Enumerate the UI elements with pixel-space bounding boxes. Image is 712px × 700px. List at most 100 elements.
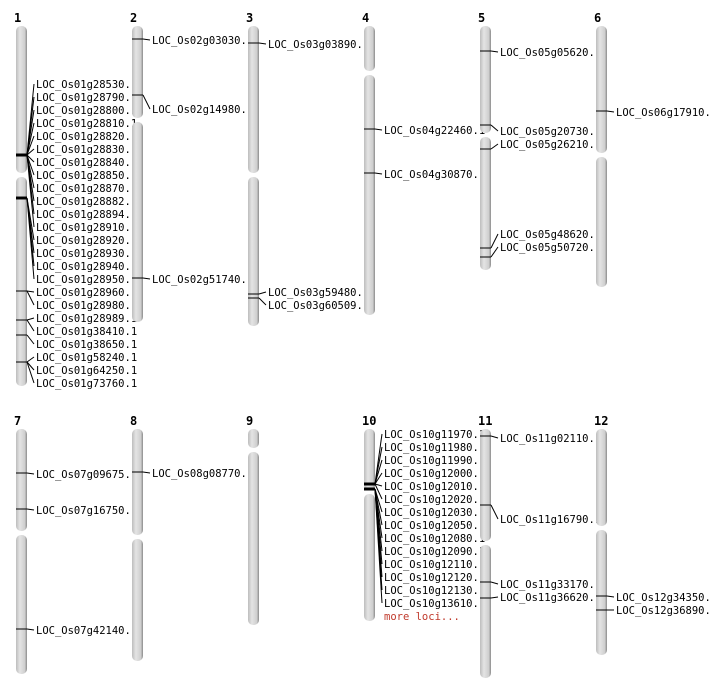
locus-label[interactable]: LOC_Os01g28960.1 (36, 287, 137, 299)
chromosome-arm-long (596, 157, 607, 287)
locus-label[interactable]: LOC_Os01g38410.1 (36, 326, 137, 338)
chromosome-2[interactable]: 2LOC_Os02g03030.1LOC_Os02g14980.1LOC_Os0… (130, 11, 253, 322)
locus-connector (26, 197, 35, 280)
chromosome-9[interactable]: 9 (246, 414, 259, 625)
locus-label[interactable]: LOC_Os07g09675.1 (36, 469, 137, 481)
locus-label[interactable]: LOC_Os05g05620.1 (500, 47, 601, 59)
chromosome-7[interactable]: 7LOC_Os07g09675.1LOC_Os07g16750.1LOC_Os0… (14, 414, 137, 674)
locus-label[interactable]: LOC_Os10g12000.1 (384, 468, 485, 480)
locus-label[interactable]: LOC_Os11g16790.1 (500, 514, 601, 526)
locus-connector (490, 435, 499, 439)
locus-label[interactable]: LOC_Os07g16750.1 (36, 505, 137, 517)
more-loci-link[interactable]: more loci... (384, 611, 460, 623)
chromosome-11[interactable]: 11LOC_Os11g02110.1LOC_Os11g16790.1LOC_Os… (478, 414, 601, 678)
locus-label[interactable]: LOC_Os10g12120.1 (384, 572, 485, 584)
locus-label[interactable]: LOC_Os02g14980.1 (152, 104, 253, 116)
locus-label[interactable]: LOC_Os01g28980.1 (36, 300, 137, 312)
locus-label[interactable]: LOC_Os01g28950.1 (36, 274, 137, 286)
locus-label[interactable]: LOC_Os10g11970.1 (384, 429, 485, 441)
locus-label[interactable]: LOC_Os08g08770.1 (152, 468, 253, 480)
chromosome-number: 2 (130, 11, 137, 25)
locus-connector (606, 595, 615, 598)
locus-label[interactable]: LOC_Os04g30870.1 (384, 169, 485, 181)
locus-connector (142, 277, 151, 280)
chromosome-10[interactable]: 10LOC_Os10g11970.1LOC_Os10g11980.1LOC_Os… (362, 414, 485, 623)
locus-connector (490, 596, 499, 599)
locus-label[interactable]: LOC_Os05g48620.1 (500, 229, 601, 241)
chromosome-arm-short (248, 26, 259, 173)
locus-label[interactable]: LOC_Os01g28530.1 (36, 79, 137, 91)
locus-label[interactable]: LOC_Os05g20730.1 (500, 126, 601, 138)
locus-label[interactable]: LOC_Os01g28989.1 (36, 313, 137, 325)
locus-label[interactable]: LOC_Os01g64250.1 (36, 365, 137, 377)
locus-label[interactable]: LOC_Os11g02110.1 (500, 433, 601, 445)
locus-label[interactable]: LOC_Os11g36620.1 (500, 592, 601, 604)
locus-connector (26, 290, 35, 293)
locus-connector (490, 50, 499, 53)
locus-label[interactable]: LOC_Os10g12050.1 (384, 520, 485, 532)
locus-label[interactable]: LOC_Os10g12010.1 (384, 481, 485, 493)
chromosome-number: 12 (594, 414, 608, 428)
locus-label[interactable]: LOC_Os10g12030.1 (384, 507, 485, 519)
locus-label[interactable]: LOC_Os10g11980.1 (384, 442, 485, 454)
locus-connector (26, 472, 35, 475)
locus-label[interactable]: LOC_Os01g28940.1 (36, 261, 137, 273)
locus-label[interactable]: LOC_Os01g73760.1 (36, 378, 137, 390)
locus-label[interactable]: LOC_Os10g13610.1 (384, 598, 485, 610)
chromosome-arm-short (480, 429, 491, 541)
chromosome-arm-long (248, 452, 259, 625)
locus-connector (374, 128, 383, 131)
locus-label[interactable]: LOC_Os02g51740.1 (152, 274, 253, 286)
locus-label[interactable]: LOC_Os05g50720.1 (500, 242, 601, 254)
locus-label[interactable]: LOC_Os03g60509.1 (268, 300, 369, 312)
locus-label[interactable]: LOC_Os05g26210.1 (500, 139, 601, 151)
locus-label[interactable]: LOC_Os01g28882.1 (36, 196, 137, 208)
locus-label[interactable]: LOC_Os01g28800.1 (36, 105, 137, 117)
locus-label[interactable]: LOC_Os03g03890.1 (268, 39, 369, 51)
locus-label[interactable]: LOC_Os01g28840.1 (36, 157, 137, 169)
locus-label[interactable]: LOC_Os01g28870.1 (36, 183, 137, 195)
locus-label[interactable]: LOC_Os10g11990.1 (384, 455, 485, 467)
locus-label[interactable]: LOC_Os07g42140.1 (36, 625, 137, 637)
locus-label[interactable]: LOC_Os01g58240.1 (36, 352, 137, 364)
locus-label[interactable]: LOC_Os01g28920.1 (36, 235, 137, 247)
chromosome-arm-long (132, 122, 143, 322)
locus-label[interactable]: LOC_Os01g28790.1 (36, 92, 137, 104)
chromosome-arm-long (132, 539, 143, 661)
locus-label[interactable]: LOC_Os03g59480.1 (268, 287, 369, 299)
locus-label[interactable]: LOC_Os01g28820.1 (36, 131, 137, 143)
locus-label[interactable]: LOC_Os12g34350.1 (616, 592, 712, 604)
locus-label[interactable]: LOC_Os10g12090.1 (384, 546, 485, 558)
chromosome-arm-short (480, 26, 491, 133)
locus-label[interactable]: LOC_Os12g36890.1 (616, 605, 712, 617)
locus-connector (374, 483, 383, 487)
locus-connector (26, 317, 35, 321)
locus-connector (26, 148, 35, 156)
chromosome-3[interactable]: 3LOC_Os03g03890.1LOC_Os03g59480.1LOC_Os0… (246, 11, 369, 326)
locus-connector (374, 446, 383, 485)
locus-connector (26, 154, 35, 228)
locus-label[interactable]: LOC_Os01g28910.1 (36, 222, 137, 234)
locus-label[interactable]: LOC_Os10g12020.1 (384, 494, 485, 506)
locus-label[interactable]: LOC_Os01g28930.1 (36, 248, 137, 260)
locus-label[interactable]: LOC_Os01g28830.1 (36, 144, 137, 156)
locus-label[interactable]: LOC_Os04g22460.1 (384, 125, 485, 137)
locus-label[interactable]: LOC_Os06g17910.1 (616, 107, 712, 119)
chromosome-number: 3 (246, 11, 253, 25)
locus-label[interactable]: LOC_Os02g03030.1 (152, 35, 253, 47)
locus-label[interactable]: LOC_Os01g38650.1 (36, 339, 137, 351)
locus-label[interactable]: LOC_Os10g12130.1 (384, 585, 485, 597)
locus-label[interactable]: LOC_Os01g28850.1 (36, 170, 137, 182)
locus-label[interactable]: LOC_Os11g33170.1 (500, 579, 601, 591)
chromosome-5[interactable]: 5LOC_Os05g05620.1LOC_Os05g20730.1LOC_Os0… (478, 11, 601, 270)
locus-label[interactable]: LOC_Os01g28810.1 (36, 118, 137, 130)
chromosome-1[interactable]: 1LOC_Os01g28530.1LOC_Os01g28790.1LOC_Os0… (14, 11, 137, 390)
locus-label[interactable]: LOC_Os01g28894.1 (36, 209, 137, 221)
locus-label[interactable]: LOC_Os10g12080.1 (384, 533, 485, 545)
locus-connector (606, 110, 615, 113)
locus-label[interactable]: LOC_Os10g12110.1 (384, 559, 485, 571)
